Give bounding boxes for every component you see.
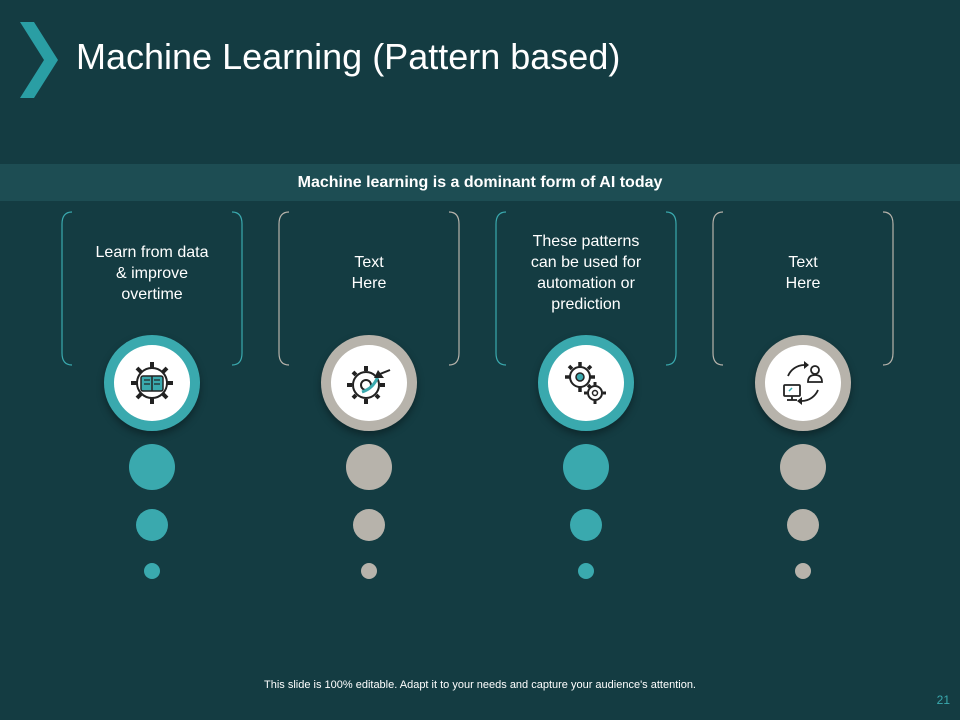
subtitle-banner: Machine learning is a dominant form of A…	[0, 164, 960, 201]
icon-ring	[755, 335, 851, 431]
gear-book-icon	[131, 362, 173, 404]
decor-dot-medium	[353, 509, 385, 541]
decor-dot-large	[129, 444, 175, 490]
decor-dot-medium	[570, 509, 602, 541]
card-patterns: These patterns can be used for automatio…	[494, 210, 678, 610]
page-number: 21	[936, 693, 950, 707]
footer-note: This slide is 100% editable. Adapt it to…	[264, 679, 696, 691]
banner-text: Machine learning is a dominant form of A…	[297, 173, 663, 191]
decor-dot-medium	[136, 509, 168, 541]
icon-ring	[538, 335, 634, 431]
slide-title: Machine Learning (Pattern based)	[76, 36, 621, 77]
card-text: Text Here	[785, 254, 821, 292]
decor-dot-small	[361, 563, 377, 579]
gear-arrow-icon	[347, 366, 391, 404]
icon-ring	[104, 335, 200, 431]
gears-icon	[565, 362, 606, 404]
card-text-here-2: Text Here	[711, 210, 895, 610]
decor-dot-large	[346, 444, 392, 490]
decor-dot-small	[144, 563, 160, 579]
card-text: These patterns can be used for automatio…	[530, 233, 642, 313]
card-bracket	[495, 211, 677, 366]
icon-ring	[321, 335, 417, 431]
decor-dot-large	[563, 444, 609, 490]
decor-dot-medium	[787, 509, 819, 541]
card-bracket	[61, 211, 243, 366]
card-learn-from-data: Learn from data & improve overtime	[60, 210, 244, 610]
card-text: Text Here	[351, 254, 387, 292]
decor-dot-large	[780, 444, 826, 490]
decor-dot-small	[795, 563, 811, 579]
card-bracket	[278, 211, 460, 366]
card-bracket	[712, 211, 894, 366]
user-computer-cycle-icon	[783, 361, 823, 405]
card-text-here-1: Text Here	[277, 210, 461, 610]
card-text: Learn from data & improve overtime	[95, 243, 209, 303]
chevron-icon	[20, 22, 58, 98]
decor-dot-small	[578, 563, 594, 579]
